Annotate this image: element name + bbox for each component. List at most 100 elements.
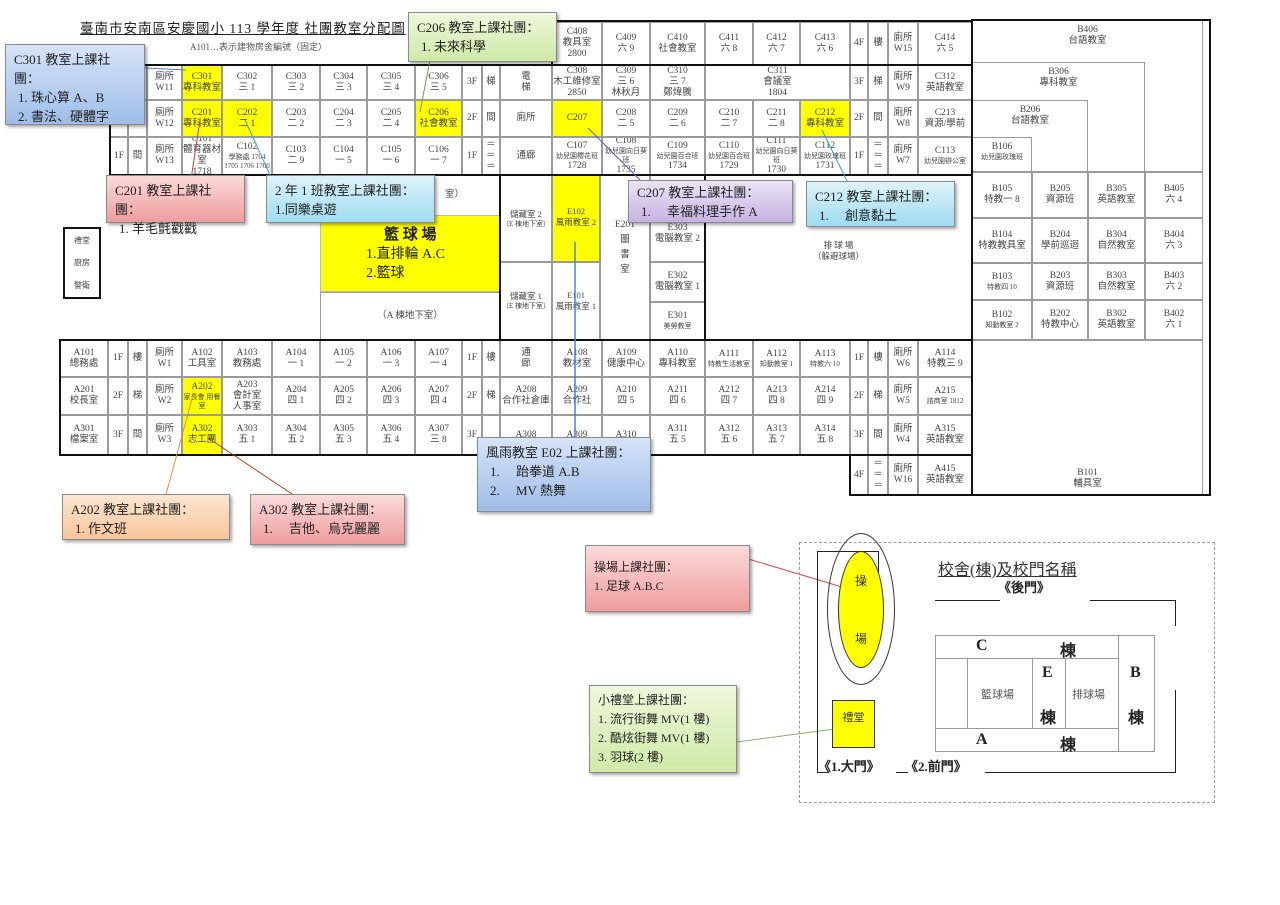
a-building-letter: A (976, 731, 988, 748)
room-id: A208 (515, 385, 537, 395)
plan-cell: 梯 (482, 377, 500, 415)
room-id: C204 (333, 107, 354, 118)
room-id: A111 (718, 348, 740, 359)
playground-track (827, 533, 895, 685)
room-label: 英語教室 (1097, 195, 1136, 205)
room-id: B304 (1106, 229, 1127, 240)
room-id: A104 (285, 347, 307, 358)
basketball-court-title: 籃 球 場 (384, 226, 437, 243)
plan-cell: ＝＝＝ (482, 137, 500, 175)
room-label: W2 (157, 396, 172, 406)
room-label: 專科教室 (805, 118, 844, 129)
room-id: 4F (853, 38, 865, 48)
room-label: 幼兒園玫瑰班 (804, 151, 846, 160)
plan-cell: 2F (462, 100, 482, 137)
plan-cell: 電梯 (500, 65, 552, 100)
room-id: A311 (667, 424, 688, 434)
plan-cell: 間 (868, 415, 888, 455)
room-label: 林秋月 (611, 88, 641, 98)
room-id: C103 (285, 145, 307, 155)
room-label: 三 4 (382, 82, 400, 93)
room-label: 梯 (521, 82, 531, 93)
room-id: B403 (1163, 270, 1185, 281)
room-id: C305 (380, 71, 402, 82)
room-id: A106 (380, 347, 402, 358)
room-label: ＝ (873, 161, 883, 172)
room-id: A204 (285, 385, 307, 395)
connector-c212 (821, 129, 849, 184)
callout-item: 1. 吉他、烏克麗麗 (263, 521, 381, 536)
room-label: W13 (155, 156, 174, 166)
callout-item: 1. 創意黏土 (819, 208, 898, 223)
room-id: 梯 (873, 77, 883, 87)
room-id: A307 (427, 424, 450, 434)
room-id: C104 (333, 145, 354, 155)
room-id: C211 (766, 107, 787, 118)
room-label: 資源班 (1045, 281, 1075, 292)
room-id: 1F (466, 353, 478, 363)
room-label: W8 (896, 118, 910, 129)
connector-c207 (587, 127, 651, 191)
room-id: C312 (934, 71, 956, 82)
callout-title: C301 教室上課社團： (14, 52, 111, 86)
site-buildings (935, 635, 1155, 752)
room-label: 1728 (567, 160, 587, 171)
room-id: E302 (667, 271, 688, 281)
room-id: 梯 (486, 77, 496, 87)
room-label: 二 8 (768, 118, 785, 129)
room-id: ＝ (486, 139, 496, 150)
room-label: 六 1 (1165, 320, 1183, 330)
room-id: B202 (1049, 309, 1071, 319)
room-label: 學前巡迴 (1040, 240, 1079, 251)
plan-cell: 間 (482, 100, 500, 137)
room-label: 2800 (567, 49, 587, 59)
room-label: W5 (896, 396, 910, 406)
room-label: 四 6 (669, 396, 686, 406)
room-id: 3F (466, 429, 478, 440)
room-id: A315 (934, 424, 956, 434)
callout-title: 小禮堂上課社團： (598, 693, 695, 707)
room-id: 3F (853, 429, 865, 440)
room-label: ＝ (873, 150, 883, 161)
room-id: C202 (236, 107, 258, 118)
room-label: 四 5 (617, 396, 635, 406)
hall-label: 禮堂 (842, 712, 865, 724)
room-label: 木工維修室 (553, 77, 601, 87)
field-label: 場 (854, 631, 867, 646)
room-label: 三 8 (430, 435, 447, 445)
room-label: 圖 (620, 235, 630, 245)
room-label: 五 1 (238, 435, 256, 445)
guard-label: 警衛 (74, 281, 90, 291)
callout-title: C212 教室上課社團： (815, 189, 938, 204)
room-id: C105 (380, 145, 402, 155)
room-label: W1 (157, 358, 172, 369)
room-id: A209 (566, 385, 588, 395)
room-id: C107 (566, 140, 588, 151)
room-id: A313 (765, 424, 788, 434)
room-label: 六 9 (617, 43, 635, 54)
room-id: B406 (1077, 25, 1098, 35)
